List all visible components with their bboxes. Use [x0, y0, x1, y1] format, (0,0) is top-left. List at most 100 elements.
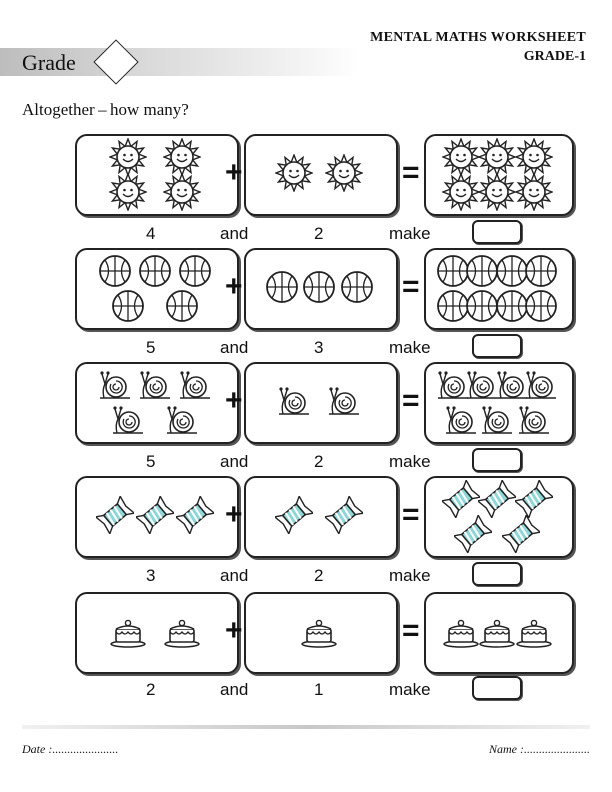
row-2-make: make [389, 338, 431, 357]
row-3-middle-box [244, 362, 398, 444]
snail-icon [522, 366, 560, 404]
sun-icon [440, 172, 481, 212]
row-3-number-b: 2 [314, 452, 324, 471]
row-4-number-b: 2 [314, 566, 324, 585]
sun-icon [161, 172, 202, 212]
worksheet-title: MENTAL MATHS WORKSHEET [370, 30, 586, 45]
snail-icon [493, 366, 531, 404]
row-1-answer-box[interactable] [472, 220, 522, 244]
ball-icon [434, 287, 472, 325]
row-3-answer-box[interactable] [472, 448, 522, 472]
equals-sign: = [402, 156, 420, 189]
sun-icon [274, 153, 314, 193]
ball-icon [434, 252, 472, 290]
ball-icon [176, 252, 214, 290]
candy-icon [174, 494, 216, 536]
snail-icon [442, 401, 480, 439]
row-5-left-box [75, 592, 239, 674]
ball-icon [109, 287, 147, 325]
sun-icon [513, 172, 554, 212]
ball-icon [522, 252, 560, 290]
ball-icon [136, 252, 174, 290]
snail-icon [478, 401, 516, 439]
date-field[interactable]: Date :...................... [22, 742, 119, 756]
grade-label: Grade [22, 50, 76, 75]
row-5-and: and [220, 680, 249, 699]
grade-bar [0, 48, 360, 76]
equals-sign: = [402, 384, 420, 417]
sun-icon [477, 172, 517, 212]
candy-icon [439, 478, 482, 520]
row-1-number-a: 4 [146, 224, 156, 243]
equals-sign: = [402, 498, 420, 531]
sun-icon [440, 137, 481, 177]
sun-icon [108, 172, 149, 212]
row-1-left-box [75, 134, 239, 216]
row-5-number-a: 2 [146, 680, 156, 699]
row-1-and: and [220, 224, 249, 243]
ball-icon [522, 287, 560, 325]
ball-icon [96, 252, 134, 290]
ball-icon [338, 268, 376, 306]
equals-sign: = [402, 614, 420, 647]
cake-icon [163, 612, 201, 650]
sun-icon [513, 137, 554, 177]
sun-icon [324, 153, 364, 193]
row-4-answer-box[interactable] [472, 562, 522, 586]
snail-icon [325, 382, 363, 420]
snail-icon [176, 366, 214, 404]
snail-icon [275, 382, 313, 420]
candy-icon [273, 494, 315, 536]
candy-icon [323, 494, 365, 536]
ball-icon [463, 287, 501, 325]
grade-diamond-field[interactable] [93, 39, 139, 85]
row-4-number-a: 3 [146, 566, 156, 585]
footer-divider [22, 725, 590, 729]
snail-icon [96, 366, 134, 404]
row-2-and: and [220, 338, 249, 357]
row-2-answer-box[interactable] [472, 334, 522, 358]
plus-sign: + [225, 614, 243, 647]
row-4-make: make [389, 566, 431, 585]
cake-icon [300, 612, 338, 650]
row-2-number-b: 3 [314, 338, 324, 357]
row-1-middle-box [244, 134, 398, 216]
equals-sign: = [402, 270, 420, 303]
plus-sign: + [225, 270, 243, 303]
candy-icon [451, 513, 494, 555]
candy-icon [134, 494, 176, 536]
row-5-make: make [389, 680, 431, 699]
row-3-and: and [220, 452, 249, 471]
cake-icon [478, 612, 516, 650]
sun-icon [108, 137, 149, 177]
instruction-text: Altogether – how many? [22, 100, 189, 119]
ball-icon [163, 287, 201, 325]
row-1-number-b: 2 [314, 224, 324, 243]
row-3-number-a: 5 [146, 452, 156, 471]
name-field[interactable]: Name :...................... [489, 742, 590, 756]
plus-sign: + [225, 384, 243, 417]
candy-icon [500, 513, 543, 555]
candy-icon [476, 478, 518, 520]
worksheet-grade: GRADE-1 [523, 49, 586, 64]
snail-icon [163, 401, 201, 439]
row-1-make: make [389, 224, 431, 243]
ball-icon [493, 252, 531, 290]
candy-icon [512, 478, 555, 520]
row-5-number-b: 1 [314, 680, 324, 699]
row-4-middle-box [244, 476, 398, 558]
sun-icon [477, 137, 517, 177]
ball-icon [300, 268, 338, 306]
cake-icon [442, 612, 480, 650]
candy-icon [94, 494, 136, 536]
ball-icon [263, 268, 301, 306]
plus-sign: + [225, 156, 243, 189]
plus-sign: + [225, 498, 243, 531]
row-5-answer-box[interactable] [472, 676, 522, 700]
snail-icon [109, 401, 147, 439]
row-3-make: make [389, 452, 431, 471]
cake-icon [515, 612, 553, 650]
snail-icon [515, 401, 553, 439]
snail-icon [463, 366, 501, 404]
row-2-number-a: 5 [146, 338, 156, 357]
